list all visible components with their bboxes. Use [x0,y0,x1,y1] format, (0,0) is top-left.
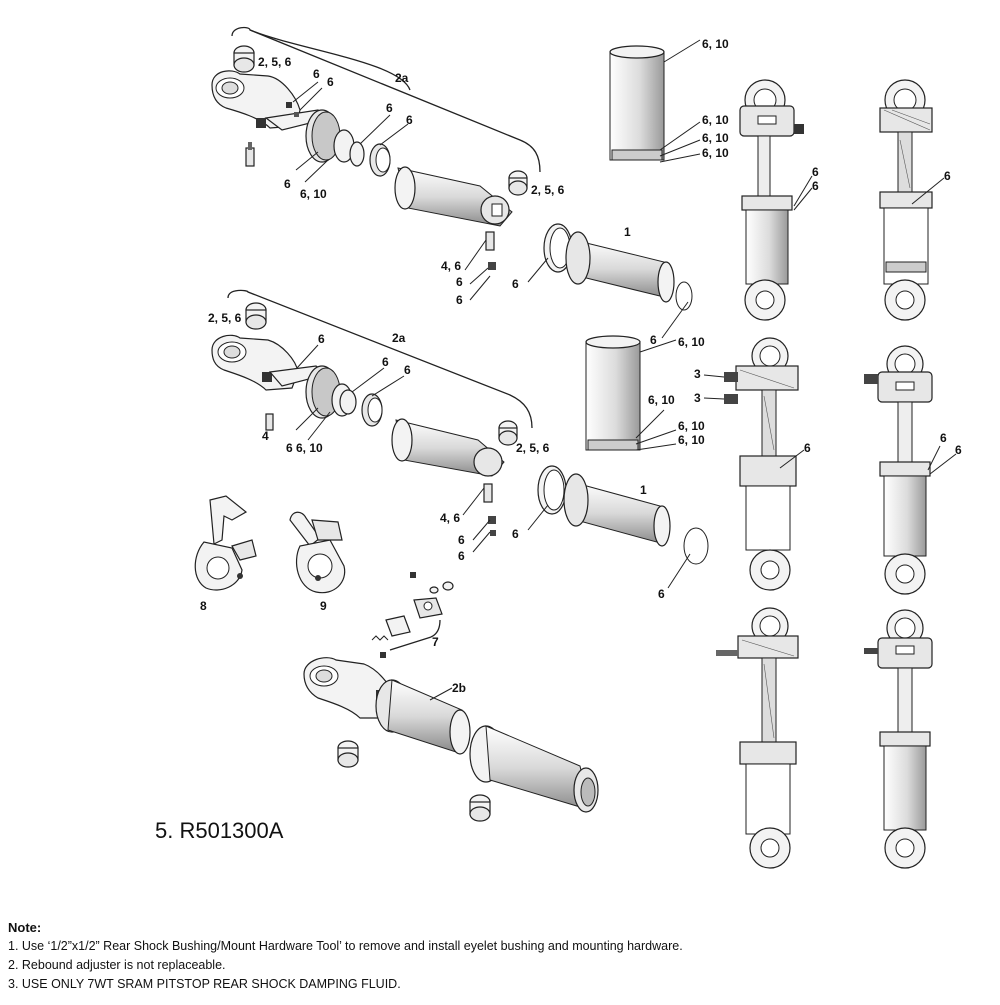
remote-lever-8-icon [194,495,257,591]
air-can-icon [469,725,599,813]
callout: 6 [406,113,413,127]
callout: 4 [262,429,269,443]
valve-icon [485,231,495,251]
callout: 6 [940,431,947,445]
assembled-shock-2 [864,345,957,595]
callout: 2a [392,331,406,345]
callout: 6 [512,277,519,291]
callout: 6, 10 [678,335,705,349]
callout: 6 [458,533,465,547]
eyelet-bushing-icon [508,170,528,196]
callout: 6, 10 [702,146,729,160]
callout: 3 [694,391,701,405]
bracket-2a-mid [227,289,533,429]
kit-7-parts [371,572,454,658]
damper-body-icon [391,418,505,477]
callout: 6, 10 [702,37,729,51]
o-ring-icon [349,141,365,167]
callout: 6 [458,549,465,563]
eyelet-bushing-icon [245,302,267,330]
bracket-7 [389,619,441,651]
callout: 6, 10 [702,113,729,127]
eyelet-bushing-icon [469,794,491,822]
callout: 6 6, 10 [286,441,323,455]
note-item: 1. Use ‘1/2”x1/2” Rear Shock Bushing/Mou… [8,939,683,953]
callout: 6 [318,332,325,346]
bracket-2a-top [231,26,541,173]
callout: 6 [658,587,665,601]
eyelet-bushing-icon [233,45,255,73]
valve-icon [265,413,274,431]
callout: 6 [650,333,657,347]
callout: 6 [804,441,811,455]
note-item: 3. USE ONLY 7WT SRAM PITSTOP REAR SHOCK … [8,977,401,991]
damper-body-icon [375,679,471,755]
callout: 6, 10 [300,187,327,201]
callout: 2, 5, 6 [258,55,292,69]
top-assembly [211,26,693,339]
callout: 6 [456,275,463,289]
callout-labels: 2, 5, 6 6 6 2a 6 6 6 6, 10 2, 5, 6 1 4, … [200,37,962,695]
callout: 1 [640,483,647,497]
assembled-shock-3-cutaway [716,607,799,869]
callout: 6 [327,75,334,89]
callout: 6, 10 [678,433,705,447]
callout: 2, 5, 6 [531,183,565,197]
callout: 2, 5, 6 [516,441,550,455]
valve-icon [483,483,493,503]
callout: 2, 5, 6 [208,311,242,325]
assembled-shock-1-cutaway [879,79,945,321]
assembled-shock-3 [864,609,933,869]
screw-icon [286,102,292,108]
air-can-icon [543,223,693,311]
callout: 6 [313,67,320,81]
callout: 6, 10 [678,419,705,433]
eyelet-bushing-icon [498,420,518,446]
callout: 6 [812,179,819,193]
callout: 6 [284,177,291,191]
damper-body-icon [394,166,513,227]
callout: 6 [512,527,519,541]
callout: 6 [386,101,393,115]
notes-title: Note: [8,920,42,935]
callout: 6 [812,165,819,179]
callout: 6 [382,355,389,369]
callout: 6 [404,363,411,377]
callout: 6 [456,293,463,307]
callout: 4, 6 [440,511,460,525]
o-ring-icon [339,389,357,415]
callout: 7 [432,635,439,649]
valve-icon [245,142,255,167]
remote-lever-9-icon [289,511,346,594]
callout: 6, 10 [702,131,729,145]
eyelet-bushing-icon [337,740,359,768]
assembled-shock-1 [739,79,813,321]
callout: 6, 10 [648,393,675,407]
air-can-sleeve-top [609,39,701,163]
note-item: 2. Rebound adjuster is not replaceable. [8,958,226,972]
notes-section: Note: 1. Use ‘1/2”x1/2” Rear Shock Bushi… [8,918,968,994]
callout: 6 [944,169,951,183]
callout: 1 [624,225,631,239]
air-can-icon [537,465,709,565]
air-can-sleeve-mid [585,335,677,451]
assembled-shock-2-cutaway [703,337,805,591]
callout: 9 [320,599,327,613]
part-code: 5. R501300A [155,818,284,843]
callout: 8 [200,599,207,613]
callout: 2b [452,681,466,695]
callout: 2a [395,71,409,85]
callout: 3 [694,367,701,381]
callout: 4, 6 [441,259,461,273]
seal-head-icon [305,109,355,163]
middle-assembly [211,289,709,589]
callout: 6 [955,443,962,457]
bottom-assembly [303,572,599,822]
